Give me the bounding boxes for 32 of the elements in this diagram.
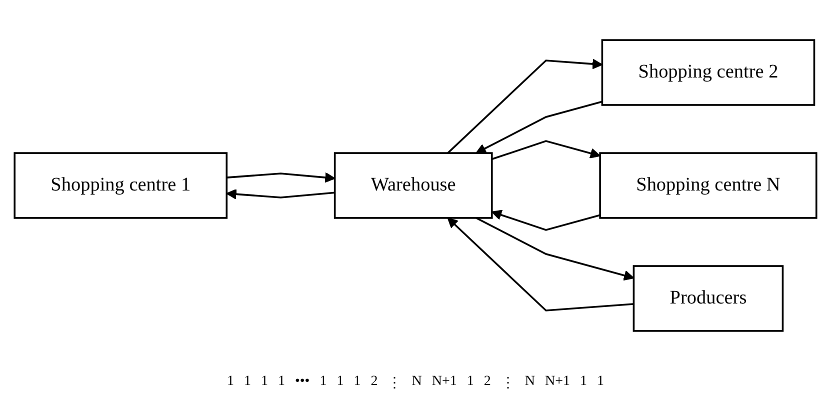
node-box: Shopping centre 2 [601,38,816,106]
port-number: 2 [370,374,378,391]
port-number: 1 [597,374,604,391]
port-number: N [412,374,422,391]
port-number: ••• [295,374,310,391]
arrow [491,209,600,230]
arrow [447,58,603,154]
port-number: 1 [580,374,587,391]
arrow [447,216,634,311]
port-number: 2 [484,374,491,391]
port-number: N+1 [432,374,457,391]
port-number: ⋮ [500,375,515,392]
port-number: 1 [354,374,361,391]
port-number: 1 [227,374,234,391]
port-number: ⋮ [388,375,402,392]
port-number: N [524,374,535,391]
arrow [476,216,634,280]
node-box: Warehouse [334,152,493,218]
node-box: Shopping centre N [599,152,818,218]
port-number: 1 [261,374,268,391]
port-number: 1 [336,374,344,391]
arrow [226,188,335,199]
port-number: 1 [466,374,474,391]
node-box: Shopping centre 1 [14,152,228,218]
port-number: 1 [320,374,327,391]
arrow [492,140,601,160]
port-number: N+1 [544,374,570,391]
port-number: 1 [278,374,285,391]
node-box: Producers [632,264,784,332]
arrow [476,100,602,154]
arrow [226,172,336,182]
port-number: 1 [244,374,251,391]
